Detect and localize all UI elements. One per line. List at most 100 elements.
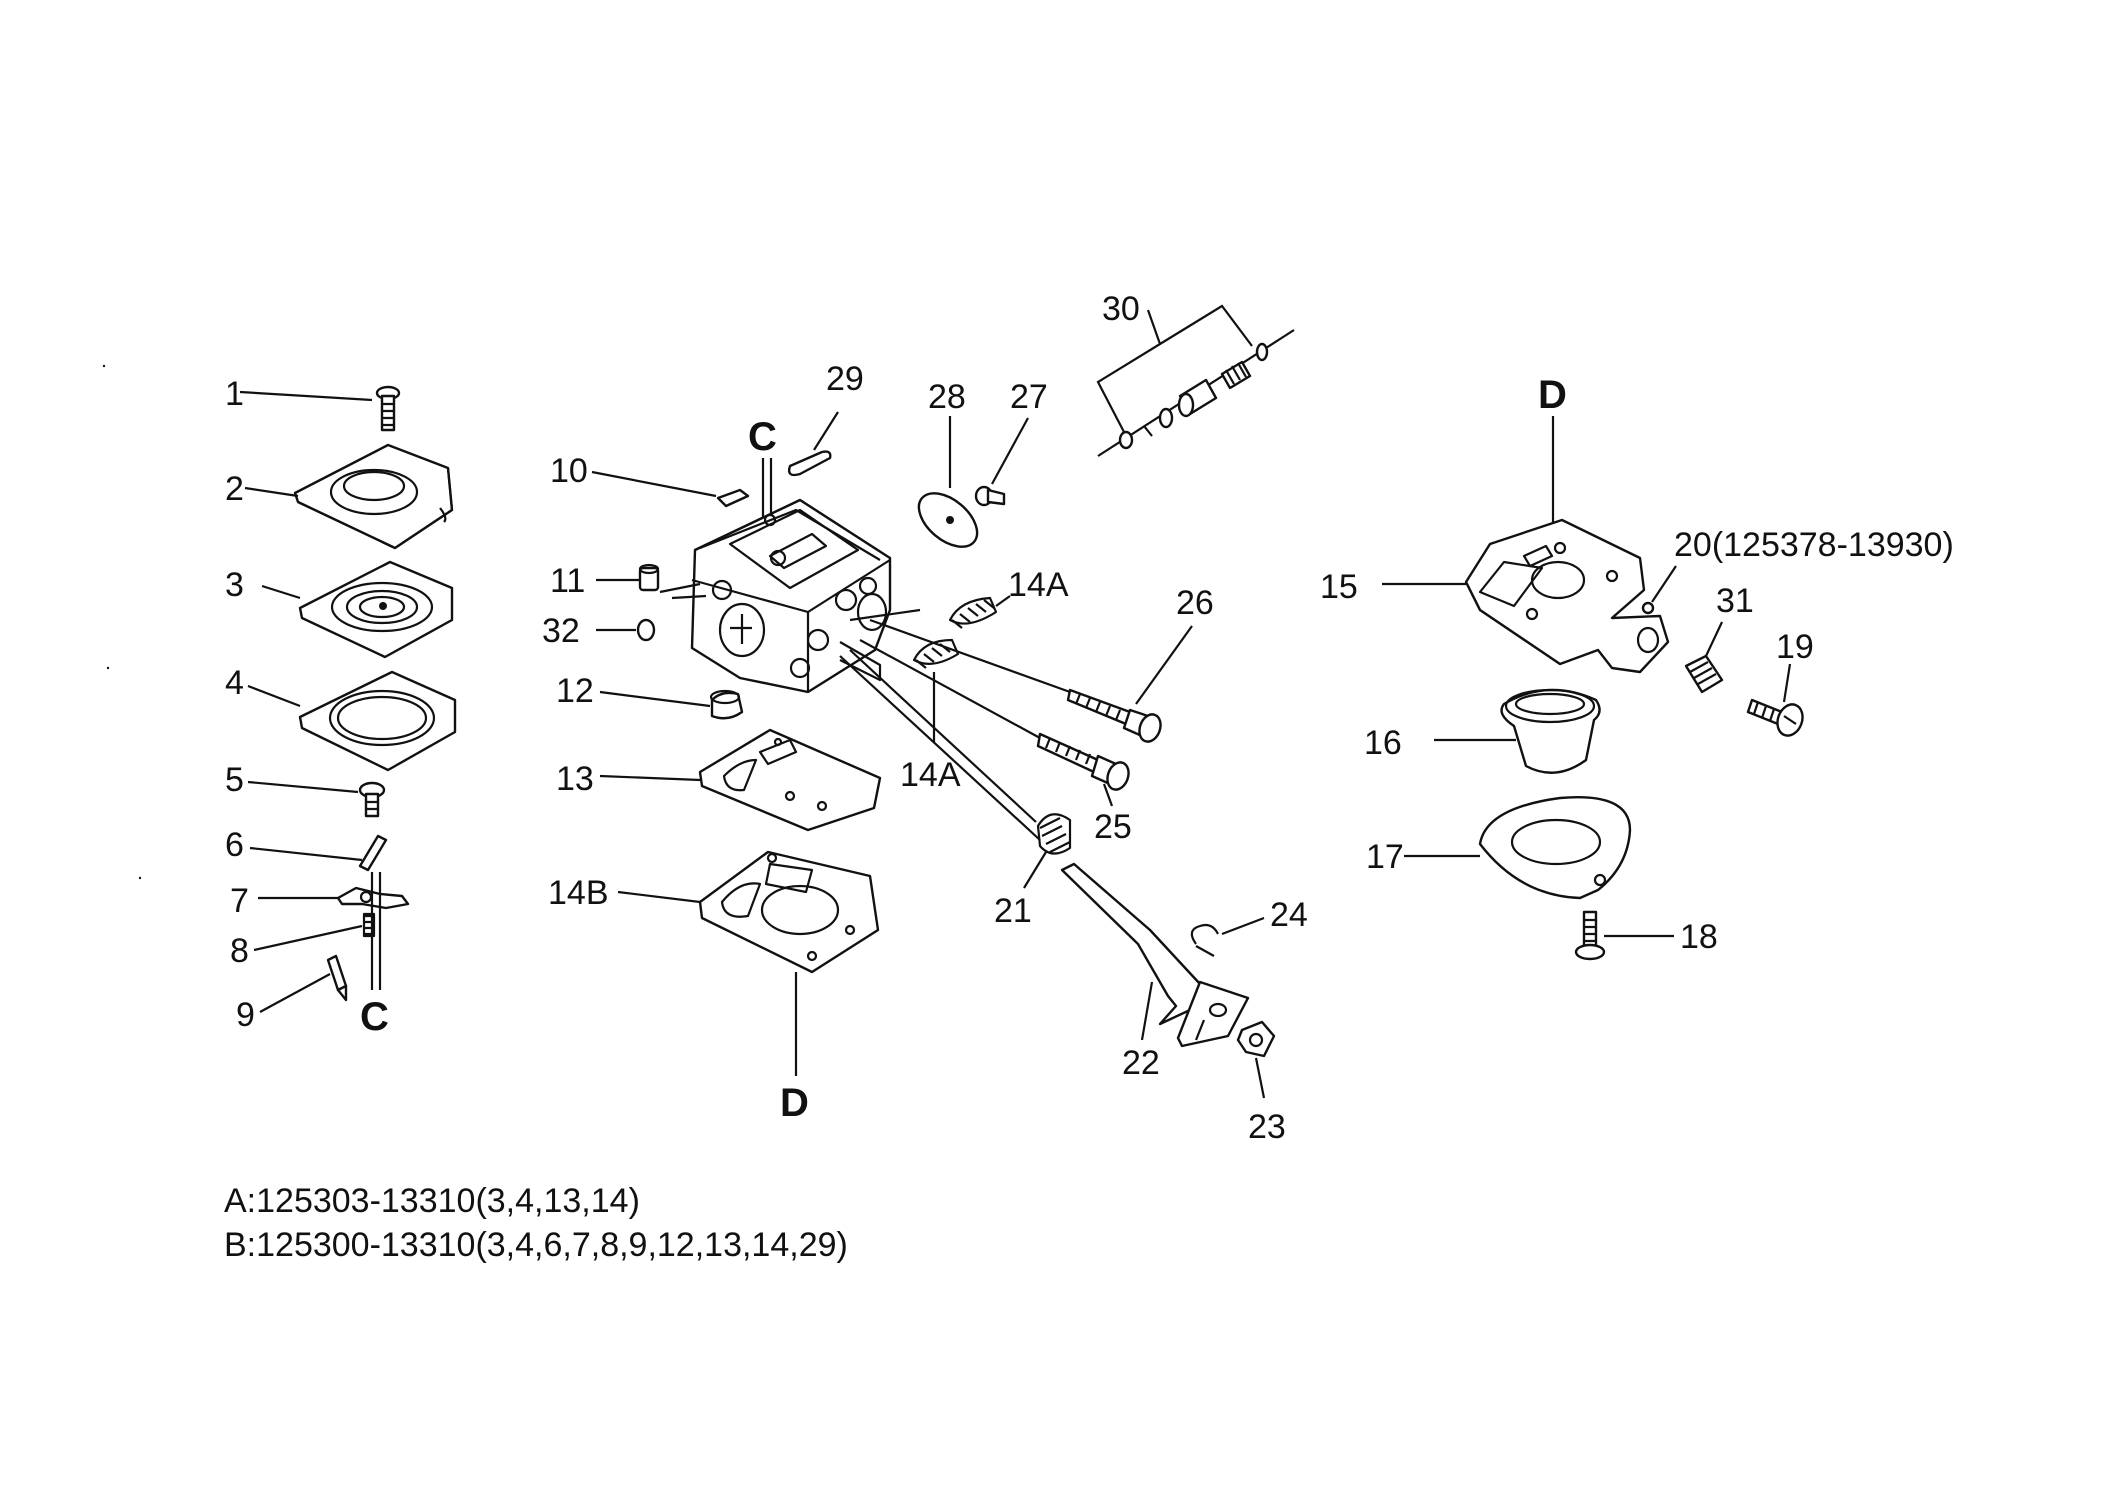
callout-8: 8 [230,932,249,970]
callout-26: 26 [1176,584,1214,622]
leader-4 [247,684,301,708]
callout-1: 1 [225,375,244,413]
leader-24 [1221,916,1265,936]
part-29-plug [787,450,832,477]
part-22-throttle-shaft [1060,862,1250,1048]
connector-d-top: D [1538,373,1567,417]
callout-25: 25 [1094,808,1132,846]
stray-dot [106,666,110,670]
callout-20: 20(125378-13930) [1674,526,1954,564]
part-24-e-clip [1190,923,1219,957]
callout-23: 23 [1248,1108,1286,1146]
part-10-clip [716,488,750,508]
part-2-pump-cover [293,443,454,550]
part-25-low-speed-needle [1036,732,1130,791]
leader-12 [599,690,711,708]
part-11-plug [638,563,660,592]
callout-31: 31 [1716,582,1754,620]
axis-line [839,655,1041,841]
leader-5 [247,780,359,794]
kit-note-b: B:125300-13310(3,4,6,7,8,9,12,13,14,29) [224,1226,848,1264]
leader-20 [1651,565,1677,603]
part-16-primer-bulb [1500,688,1601,774]
leader-6 [249,846,363,862]
callout-9: 9 [236,996,255,1034]
leader-26 [1135,625,1193,705]
part-17-primer-retainer [1478,796,1632,900]
callout-18: 18 [1680,918,1718,956]
callout-6: 6 [225,826,244,864]
callout-27: 27 [1010,378,1048,416]
callout-12: 12 [556,672,594,710]
callout-13: 13 [556,760,594,798]
callout-14a-top: 14A [1008,566,1069,604]
axis-line [869,618,1071,694]
callout-10: 10 [550,452,588,490]
leader-27 [991,417,1029,485]
callout-7: 7 [230,882,249,920]
callout-29: 29 [826,360,864,398]
leader-14a-top [995,595,1011,607]
leader-22 [1140,981,1154,1041]
callout-4: 4 [225,664,244,702]
part-32-o-ring [636,618,656,642]
part-14a-spring-lower [912,638,960,669]
part-28-washer [917,492,979,548]
callout-30: 30 [1102,290,1140,328]
leader-14b [617,890,701,904]
part-26-high-speed-needle [1066,688,1162,743]
leader-29 [813,411,839,451]
callout-22: 22 [1122,1044,1160,1082]
part-23-nut [1236,1020,1276,1058]
callout-19: 19 [1776,628,1814,666]
leader-19 [1782,663,1792,703]
part-3-pump-diaphragm [298,560,454,659]
connector-c-top: C [748,415,777,459]
leader-30 [1146,309,1162,345]
callout-28: 28 [928,378,966,416]
leader-31 [1705,621,1723,657]
callout-14a-bot: 14A [900,756,961,794]
callout-24: 24 [1270,896,1308,934]
leader-13 [599,774,701,782]
callout-15: 15 [1320,568,1358,606]
part-18-screw [1574,910,1606,961]
part-13-check-valve-plate [698,728,882,832]
leader-21 [1023,851,1047,889]
part-19-screw [1746,698,1804,737]
stray-dot [102,364,106,368]
connector-d-bottom: D [780,1081,809,1125]
connector-c-bottom: C [360,995,389,1039]
leader-8 [253,924,363,952]
part-14b-gasket [698,850,880,974]
part-31-spring [1684,654,1724,694]
callout-21: 21 [994,892,1032,930]
part-8-spring [362,912,376,938]
kit-note-a: A:125303-13310(3,4,13,14) [224,1182,640,1220]
leader-3 [261,584,301,600]
part-14a-spring-upper [948,596,998,629]
leader-25 [1102,783,1114,807]
part-4-pump-gasket [298,670,457,772]
part-30-shaft-assembly [1096,304,1295,457]
part-27-screw [974,485,1006,507]
callout-2: 2 [225,470,244,508]
axis-line [859,639,1041,739]
leader-2 [244,486,299,498]
part-20-small-screw [1641,601,1655,615]
carburetor-body [659,498,921,694]
part-12-weight [709,689,744,720]
leader-10 [591,470,717,498]
part-21-spring [1036,813,1072,855]
leader-1 [239,390,373,402]
callout-16: 16 [1364,724,1402,762]
axis-line [849,649,1037,823]
callout-3: 3 [225,566,244,604]
part-9-inlet-needle [326,954,348,1002]
part-5-screw [358,781,386,818]
part-1-screw [375,385,401,432]
part-15-metering-cover [1464,518,1670,674]
callout-17: 17 [1366,838,1404,876]
callout-32: 32 [542,612,580,650]
